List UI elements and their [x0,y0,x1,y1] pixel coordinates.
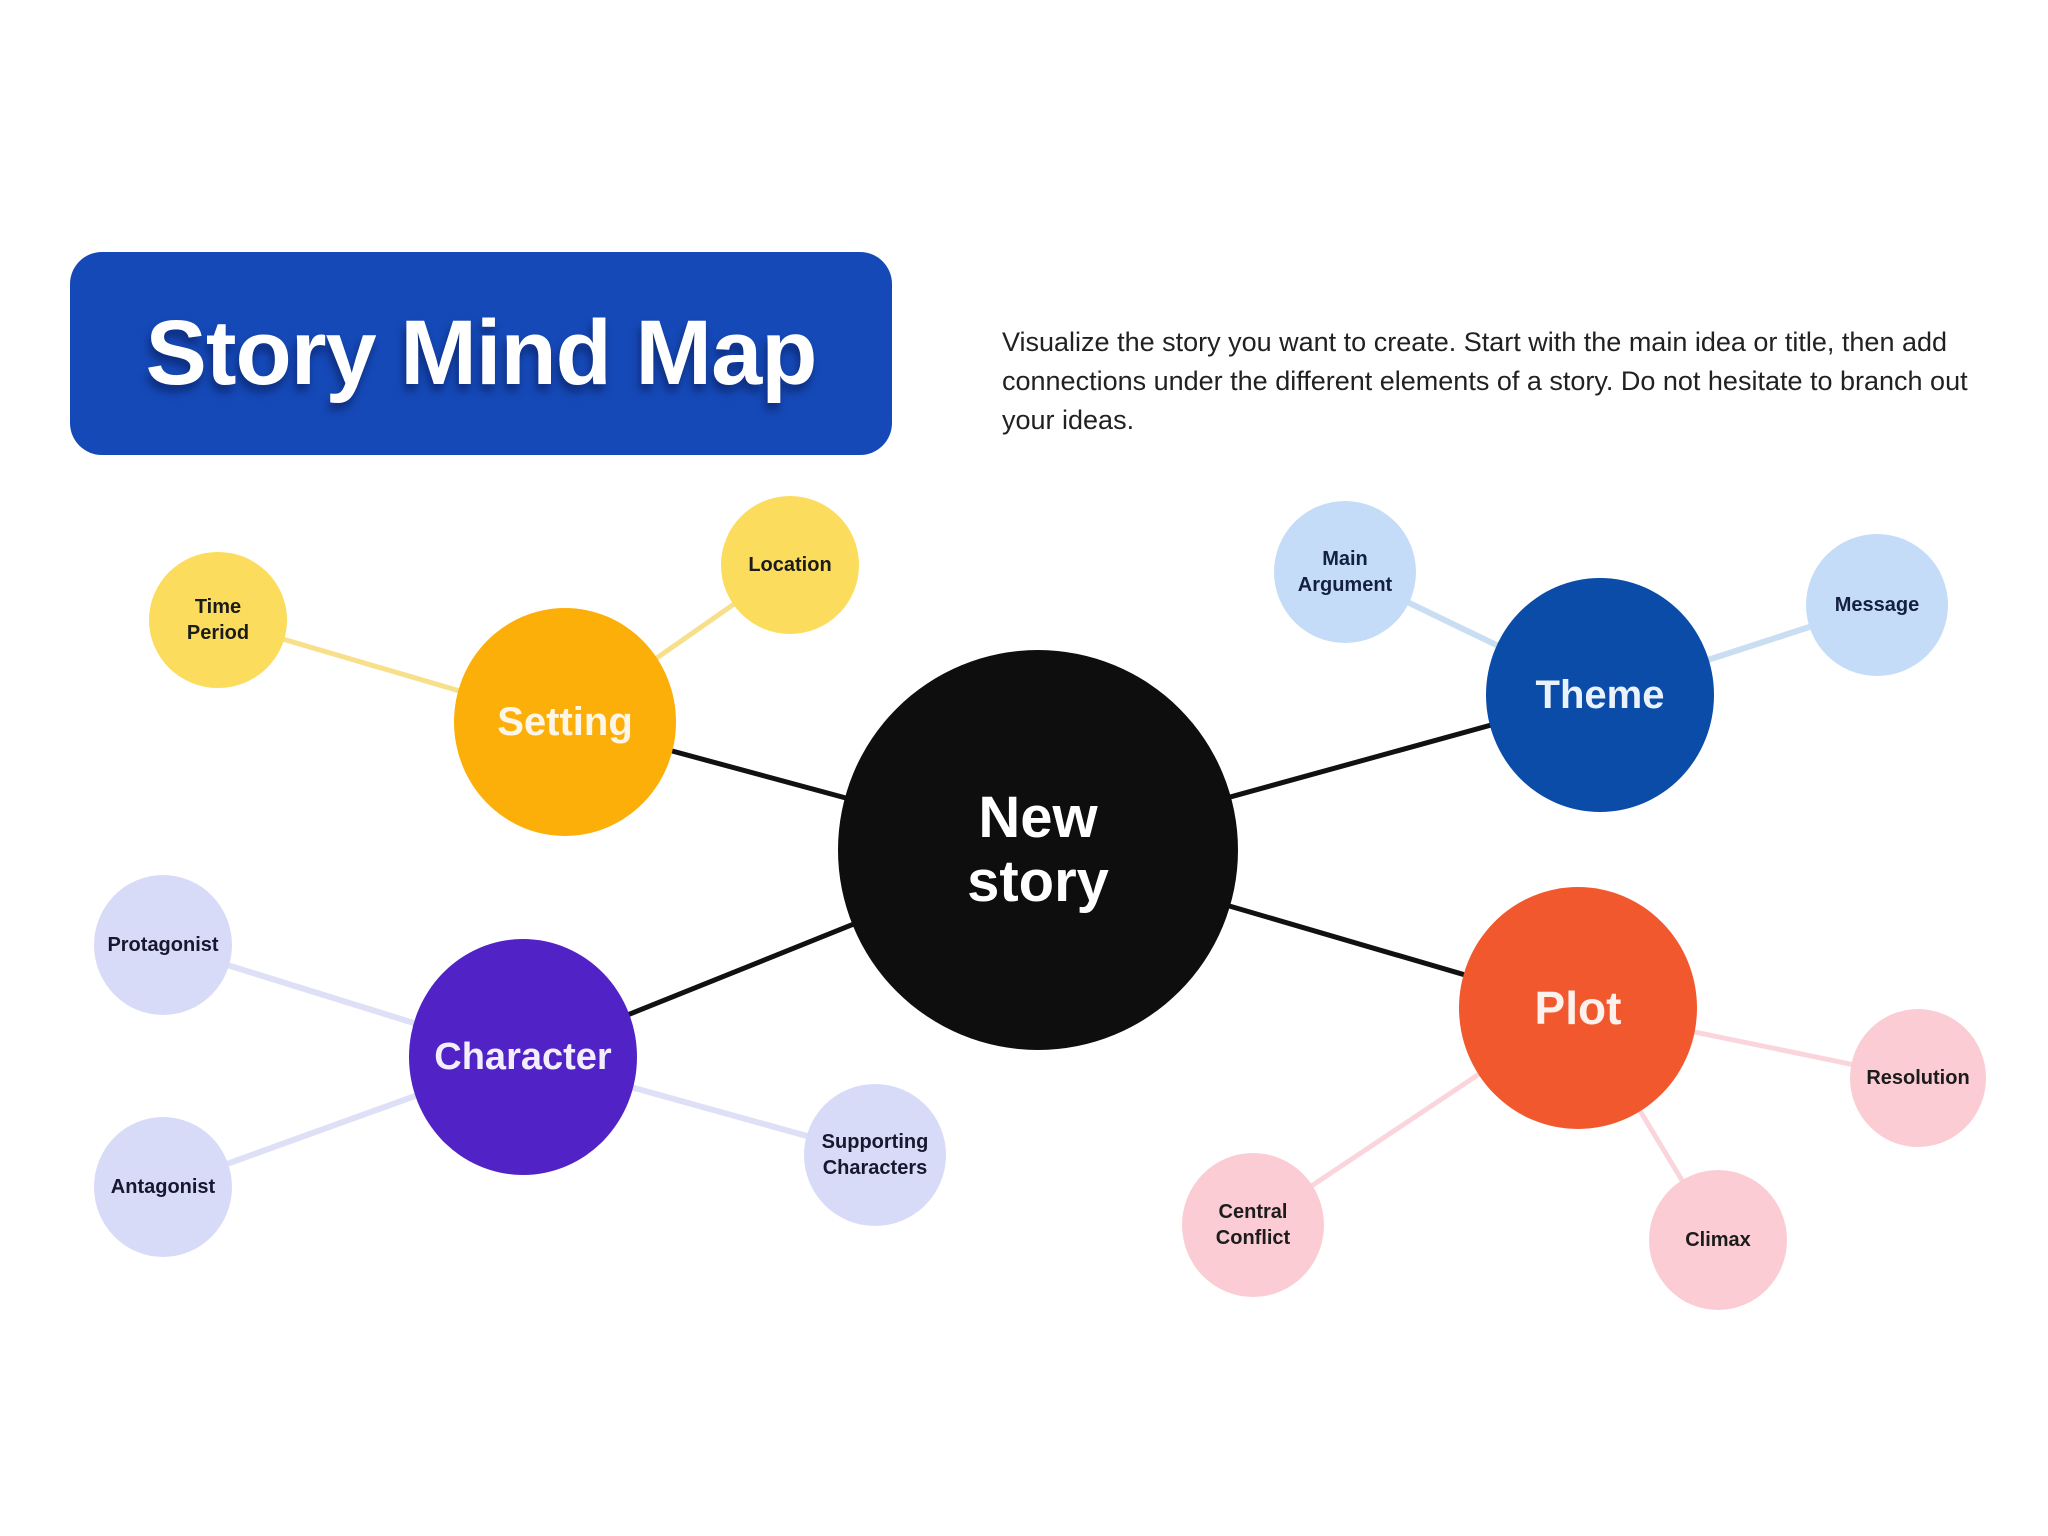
node-antagonist-label: Antagonist [110,1176,216,1198]
node-setting: Setting [454,608,676,836]
node-main-argument-label: Main Argument [1297,548,1393,596]
node-antagonist: Antagonist [94,1117,232,1257]
node-climax-label: Climax [1685,1229,1751,1251]
node-plot-label: Plot [1534,982,1622,1034]
node-character: Character [409,939,637,1175]
node-main-argument: Main Argument [1274,501,1416,643]
node-central-conflict: Central Conflict [1182,1153,1324,1297]
node-protagonist-label: Protagonist [107,934,219,956]
node-location-label: Location [748,554,832,576]
node-new-story-label: New story [967,785,1109,914]
page-title: Story Mind Map [145,302,818,404]
node-message: Message [1806,534,1948,676]
node-protagonist: Protagonist [94,875,232,1015]
node-message-label: Message [1834,594,1920,616]
node-supporting-characters-label: Supporting Characters [821,1131,929,1179]
node-resolution-label: Resolution [1866,1067,1970,1089]
node-central-conflict-label: Central Conflict [1215,1201,1291,1249]
node-time-period: Time Period [149,552,287,688]
node-plot: Plot [1459,887,1697,1129]
node-new-story: New story [838,650,1238,1050]
node-character-label: Character [434,1035,612,1078]
node-setting-label: Setting [497,699,633,744]
node-theme: Theme [1486,578,1714,812]
title-box: Story Mind Map [70,252,892,455]
node-theme-label: Theme [1535,672,1665,717]
node-time-period-label: Time Period [186,596,250,644]
node-location: Location [721,496,859,634]
node-climax: Climax [1649,1170,1787,1310]
node-resolution: Resolution [1850,1009,1986,1147]
description-text: Visualize the story you want to create. … [1002,327,1968,435]
node-supporting-characters: Supporting Characters [804,1084,946,1226]
